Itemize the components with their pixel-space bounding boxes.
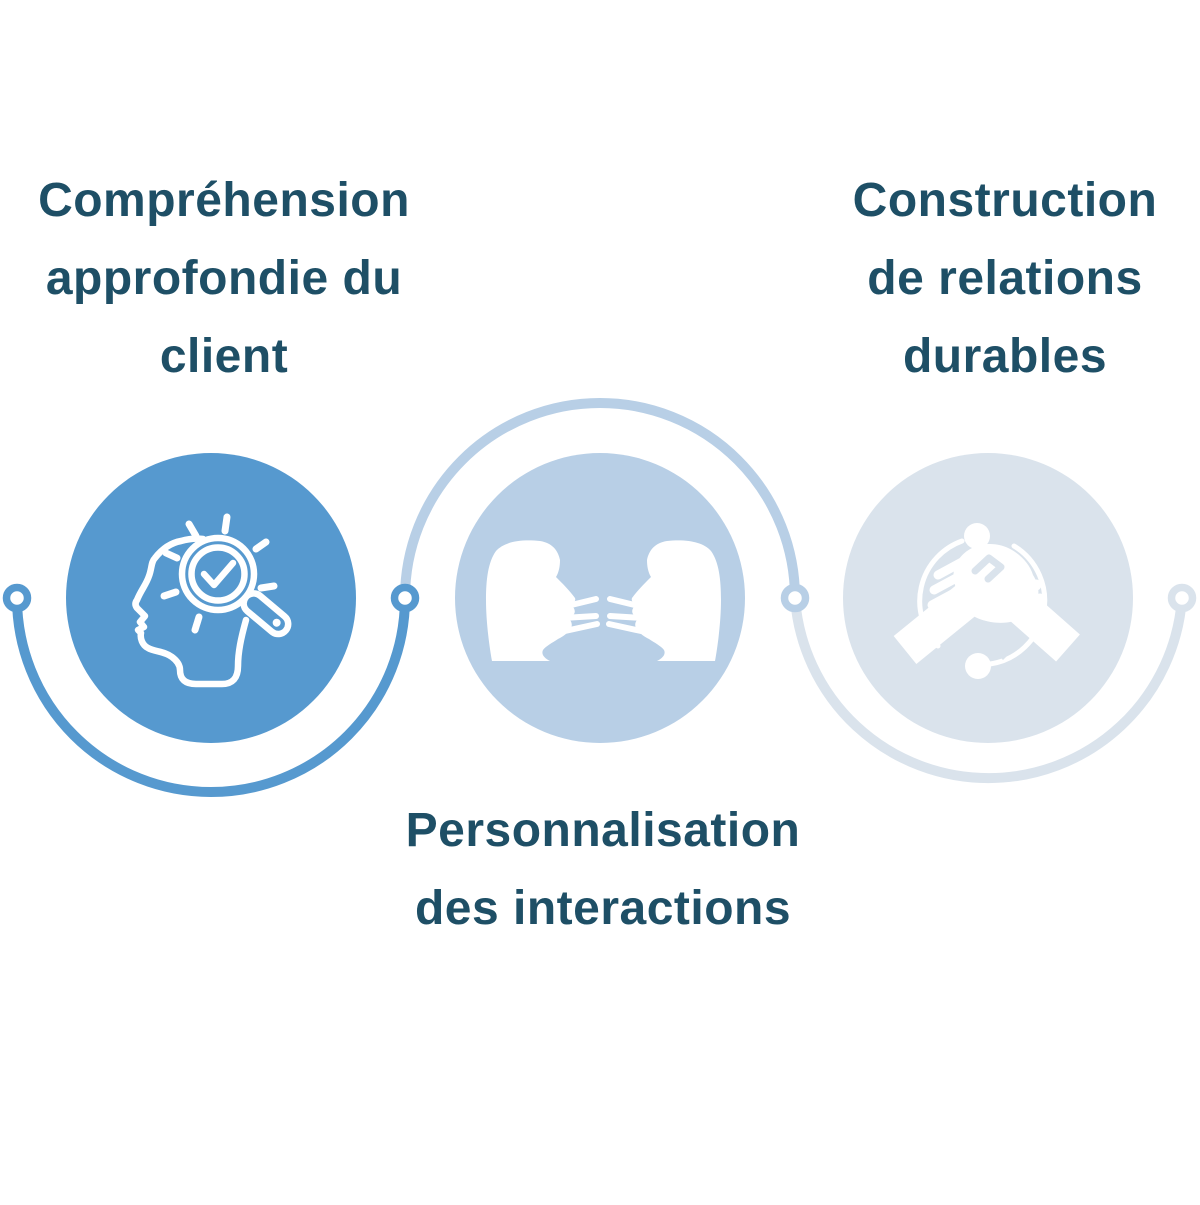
node-start bbox=[2, 583, 32, 613]
step2-circle bbox=[455, 453, 745, 743]
step1-label: Compréhension approfondie du client bbox=[38, 174, 410, 383]
node-end bbox=[1167, 583, 1197, 613]
step1-connector-arc bbox=[12, 597, 410, 797]
step3-label: Construction de relations durables bbox=[852, 174, 1158, 383]
node-step1-step2 bbox=[390, 583, 420, 613]
head-magnifier-check-icon bbox=[132, 513, 292, 688]
handshake-icon bbox=[893, 523, 1080, 679]
step2-label: Personnalisation des interactions bbox=[405, 804, 801, 935]
step2-connector-arc bbox=[400, 398, 800, 599]
node-step2-step3 bbox=[780, 583, 810, 613]
two-people-talking-icon bbox=[486, 540, 721, 661]
step3-connector-arc bbox=[790, 597, 1187, 783]
